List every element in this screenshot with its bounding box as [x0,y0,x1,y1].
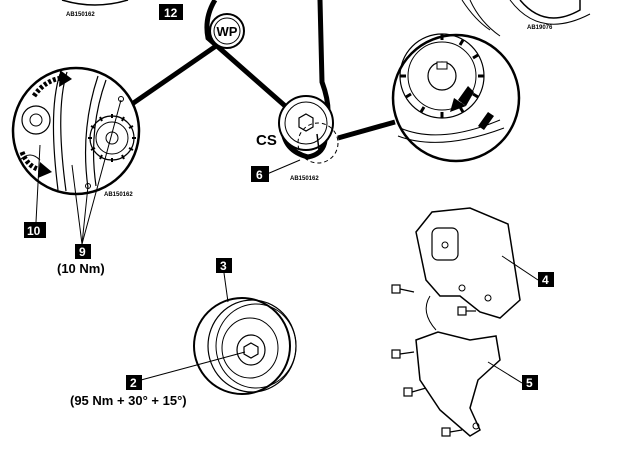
callout-5: 5 [526,376,533,390]
ref-crank: AB150162 [290,176,319,182]
callout-2: 2 [130,376,137,390]
water-pump-pulley [209,13,245,49]
top-left-detail: AB150162 12 [61,0,183,20]
crankshaft-pulley: 3 2 (95 Nm + 30° + 15°) [70,258,297,408]
timing-belt: WP CS 6 AB150162 [130,0,396,182]
callout-10: 10 [27,224,41,238]
hex-bolt-icon [243,342,259,359]
callout-3-box [216,258,232,273]
hex-bolt-icon [298,113,314,132]
callout-12-box [159,4,183,20]
timing-covers: 4 5 [391,207,554,437]
top-right-detail: AB19076 [461,0,591,37]
ref-top-left: AB150162 [66,12,95,18]
callout-10-box [24,222,46,238]
ref-top-right: AB19076 [527,25,553,31]
callout-4: 4 [542,273,549,287]
torque-9: (10 Nm) [57,261,105,276]
left-detail-circle: AB150162 10 9 (10 Nm) [11,66,141,276]
ref-left-detail: AB150162 [104,192,133,198]
callout-9: 9 [79,245,86,259]
label-wp: WP [217,24,238,39]
lower-timing-cover [415,331,501,437]
callout-3: 3 [220,259,227,273]
torque-2: (95 Nm + 30° + 15°) [70,393,187,408]
curved-arrow-icon [31,75,63,98]
callout-9-box [75,244,91,259]
callout-2-box [126,375,142,390]
callout-6: 6 [256,168,263,182]
callout-5-box [522,375,538,390]
callout-4-box [538,272,554,287]
crankshaft-sprocket [278,95,334,151]
right-detail-circle [391,33,521,163]
detail-marker-circle [297,122,339,164]
callout-12: 12 [164,6,178,20]
upper-timing-cover [415,207,521,319]
label-cs: CS [256,132,277,149]
callout-6-box [251,166,269,182]
arrow-icon [458,86,474,106]
arrow-icon [478,112,494,130]
